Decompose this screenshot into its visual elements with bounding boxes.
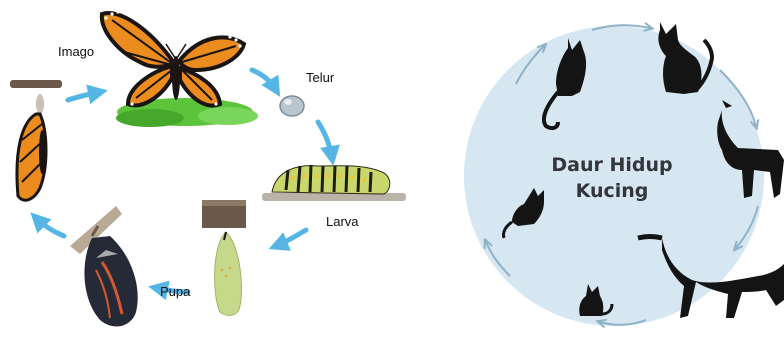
cat-cycle-title: Daur Hidup Kucing [522, 152, 702, 204]
arrow-imago-to-telur [252, 70, 276, 90]
caterpillar-image [262, 165, 406, 201]
stage-label-larva: Larva [326, 214, 359, 229]
green-chrysalis-image [202, 200, 246, 315]
dark-chrysalis-image [70, 206, 138, 326]
egg-image [280, 96, 304, 116]
cat-title-line1: Daur Hidup [522, 152, 702, 178]
arrow-pupa-to-emerging [36, 218, 64, 236]
arrow-larva-to-pupa-green [276, 230, 306, 246]
emerging-butterfly-image [10, 80, 62, 200]
arrow-emerging-to-imago [68, 92, 100, 100]
stage-label-pupa: Pupa [160, 284, 190, 299]
adult-butterfly-image [102, 10, 258, 127]
stage-label-imago: Imago [58, 44, 94, 59]
stage-label-telur: Telur [306, 70, 334, 85]
cat-life-cycle-diagram: Daur Hidup Kucing [440, 0, 784, 341]
arrow-telur-to-larva [318, 122, 332, 158]
butterfly-life-cycle-diagram: Imago Telur Larva Pupa [0, 0, 440, 341]
cat-title-line2: Kucing [522, 178, 702, 204]
